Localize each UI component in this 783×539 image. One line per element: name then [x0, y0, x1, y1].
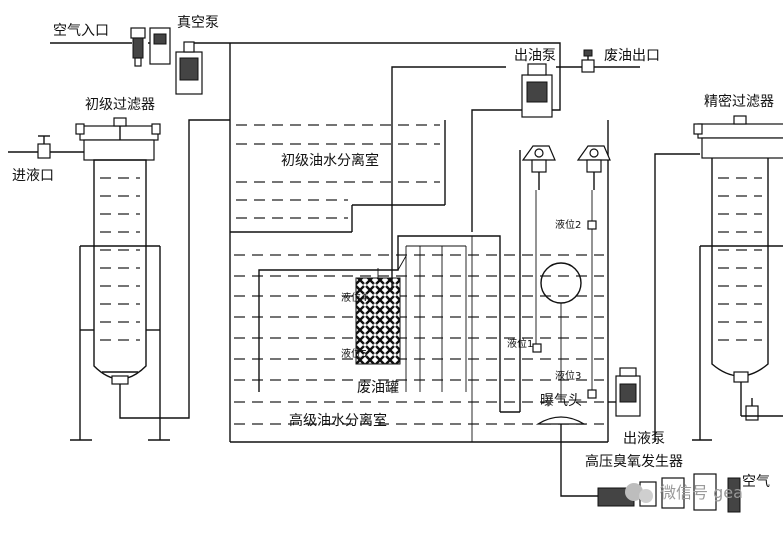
primary-filter [70, 117, 170, 441]
level-4-label: 液位4 [341, 291, 367, 304]
ozone-line [560, 442, 598, 497]
waste-oil-outlet-label: 废油出口 [604, 48, 660, 64]
level-5-label: 液位5 [341, 347, 367, 360]
vacuum-pump-label: 真空泵 [177, 15, 219, 31]
watermark: 微信号 gea [625, 483, 743, 503]
advanced-separator-tank [229, 43, 609, 443]
liquid-inlet-label: 进液口 [12, 168, 54, 184]
advanced-separator-liquid [234, 254, 604, 425]
oil-pump-label: 出油泵 [514, 48, 556, 64]
primary-filter-label: 初级过滤器 [85, 96, 155, 113]
oil-pump-icon [521, 63, 553, 118]
ozone-generator-label: 高压臭氧发生器 [585, 453, 683, 470]
level-2-label: 液位2 [555, 218, 581, 231]
level-1-label: 液位1 [507, 337, 533, 350]
air-filter-icon [130, 27, 146, 67]
solenoid-valve-icon [149, 27, 171, 65]
waste-oil-tank [355, 268, 401, 365]
watermark-text: 微信号 gea [660, 483, 743, 502]
waste-oil-valve-icon [581, 49, 595, 73]
liquid-inlet-valve-icon [8, 135, 84, 159]
outlet-pump-icon [608, 367, 641, 417]
primary-separator-chamber [230, 120, 446, 233]
aerator-icon [535, 416, 587, 442]
waste-oil-tank-label: 废油罐 [357, 380, 399, 396]
outlet-pump-label: 出液泵 [623, 431, 665, 447]
inner-partitions [258, 150, 521, 442]
primary-separator-label: 初级油水分离室 [281, 152, 379, 169]
vacuum-pump-icon [175, 41, 203, 95]
advanced-separator-label: 高级油水分离室 [289, 412, 387, 429]
level-sensor-left [521, 145, 556, 353]
aerator-label: 曝气头 [540, 393, 582, 409]
fine-filter [654, 115, 783, 442]
air-inlet-bottom-label: 空气 [742, 474, 770, 490]
pipe-filter-to-tank [119, 119, 230, 419]
oil-pump-line [391, 66, 640, 290]
level-sensor-right [576, 145, 611, 399]
fine-filter-label: 精密过滤器 [704, 93, 774, 110]
level-3-label: 液位3 [555, 369, 581, 382]
air-inlet-top-label: 空气入口 [53, 23, 109, 39]
float-ball [540, 262, 582, 402]
